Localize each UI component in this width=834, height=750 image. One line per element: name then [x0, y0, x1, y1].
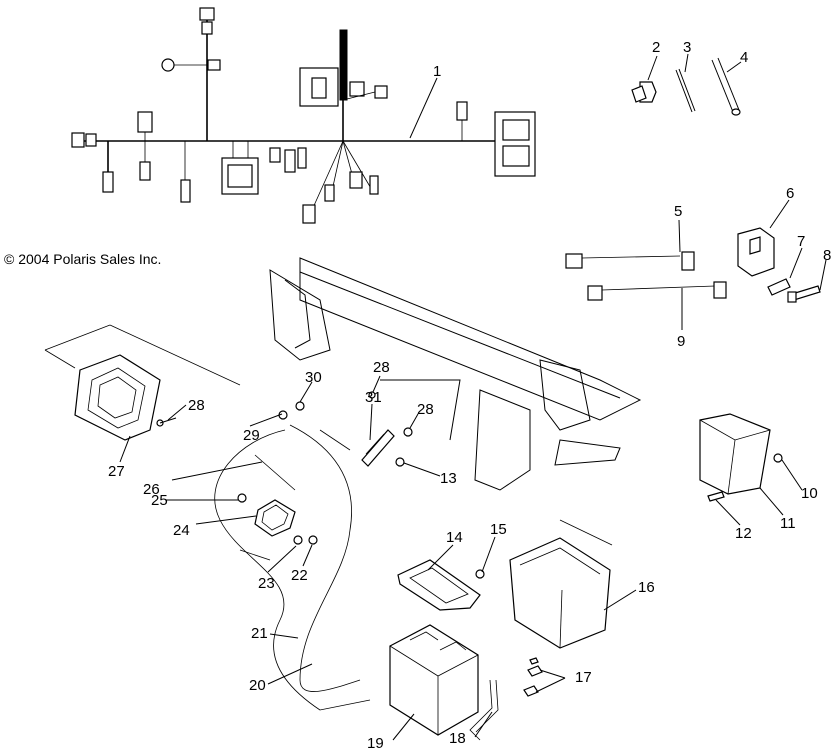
leader-lines: [119, 53, 827, 741]
part-6-regulator: [737, 227, 775, 277]
part-14-hold-down: [397, 559, 481, 611]
callout-28c: 28: [417, 401, 434, 418]
callout-22: 22: [291, 567, 308, 584]
callout-17: 17: [575, 669, 592, 686]
callout-4: 4: [740, 49, 748, 66]
callout-15: 15: [490, 521, 507, 538]
part-31-terminal-block: [361, 429, 395, 467]
callout-11: 11: [780, 515, 796, 532]
part-24-relay: [254, 499, 296, 537]
callout-13: 13: [440, 470, 457, 487]
callout-10: 10: [801, 485, 818, 502]
part-2-switch: [631, 81, 657, 103]
callout-6: 6: [786, 185, 794, 202]
callout-5: 5: [674, 203, 682, 220]
callout-12: 12: [735, 525, 752, 542]
callout-25: 25: [151, 492, 168, 509]
callout-29: 29: [243, 427, 260, 444]
callout-1: 1: [433, 63, 441, 80]
part-19-battery: [389, 624, 479, 736]
part-9-lead-assembly: [565, 251, 727, 301]
part-8-bolt: [787, 285, 821, 303]
callout-31: 31: [365, 389, 382, 406]
callout-20: 20: [249, 677, 266, 694]
callout-16: 16: [638, 579, 655, 596]
callout-28b: 28: [373, 359, 390, 376]
callout-21: 21: [251, 625, 268, 642]
callout-labels: 1 2 3 4 5 6 7 8 9 10 11 12 13 14 15 16 1…: [108, 39, 831, 750]
callout-19: 19: [367, 735, 384, 750]
part-4-rod: [711, 57, 741, 116]
frame: [269, 257, 642, 491]
part-16-battery-box: [509, 519, 613, 649]
wiring-harness: [71, 7, 536, 224]
part-3-rod: [675, 68, 696, 113]
callout-9: 9: [677, 333, 685, 350]
callout-14: 14: [446, 529, 463, 546]
callout-7: 7: [797, 233, 805, 250]
callout-2: 2: [652, 39, 660, 56]
part-7-sleeve: [767, 278, 791, 296]
copyright-text: © 2004 Polaris Sales Inc.: [4, 251, 161, 267]
callout-8: 8: [823, 247, 831, 264]
callout-27: 27: [108, 463, 125, 480]
part-11-box: [699, 413, 771, 495]
part-27-cover: [44, 324, 241, 441]
callout-26: 26: [143, 481, 160, 498]
callout-30: 30: [305, 369, 322, 386]
callout-24: 24: [173, 522, 190, 539]
part-17-bolts: [523, 657, 543, 697]
callout-28a: 28: [188, 397, 205, 414]
callout-23: 23: [258, 575, 275, 592]
callout-3: 3: [683, 39, 691, 56]
callout-18: 18: [449, 730, 466, 747]
hardware: [156, 391, 783, 579]
cables: [214, 424, 371, 711]
